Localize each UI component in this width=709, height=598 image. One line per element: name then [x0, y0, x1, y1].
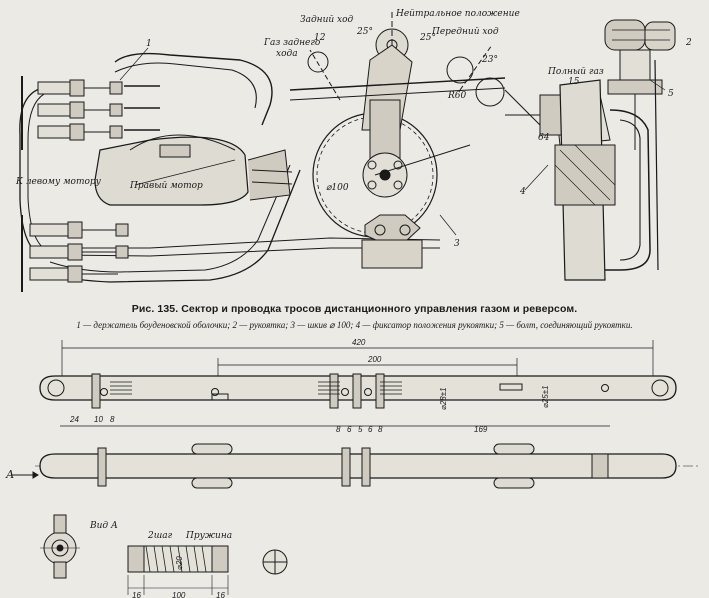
lever-assembly: [504, 19, 676, 281]
dim-phi20: ⌀20: [175, 556, 184, 570]
label-pravyy-motor: Правый мотор: [129, 181, 203, 191]
spring-detail: [127, 545, 229, 595]
spring-end-view: [262, 549, 288, 575]
boden-holders-bottom: [21, 215, 129, 292]
label-r60: R60: [447, 91, 467, 101]
labels-bottom: 420 200 24 10 8 169 8 6 5 6 8 ⌀28±1 ⌀25±…: [5, 338, 550, 598]
label-ang23: 23°: [481, 55, 498, 65]
dim-420: 420: [352, 338, 366, 347]
label-pruzhina: Пружина: [185, 531, 232, 541]
label-ang12: 12: [314, 33, 326, 43]
callout-1: 1: [146, 39, 152, 49]
label-a-arrow: А: [5, 468, 14, 481]
callout-5: 5: [668, 89, 674, 99]
view-a: [40, 514, 80, 579]
dim-lines-top: [60, 340, 654, 427]
callout-4: 4: [519, 187, 526, 197]
dim-10: 10: [94, 415, 103, 424]
dim-24: 24: [69, 415, 79, 424]
figure-caption: Рис. 135. Сектор и проводка тросов диста…: [131, 303, 578, 315]
sector-mechanism: [289, 12, 506, 269]
label-peredniy-khod: Передний ход: [431, 27, 499, 37]
label-ang25b: 25°: [419, 33, 436, 43]
label-zadniy-khod: Задний ход: [300, 15, 354, 25]
boden-holders-top: [21, 76, 160, 150]
dim-s6a: 6: [347, 425, 352, 434]
label-shag: 2шаг: [147, 531, 173, 541]
dim-s6b: 6: [368, 425, 373, 434]
label-d100: ⌀100: [326, 183, 349, 193]
label-polnyy-gaz: Полный газ: [547, 67, 604, 77]
labels-top: Задний ход Нейтральное положение Передни…: [15, 9, 692, 249]
dim-s8b: 8: [378, 425, 383, 434]
callout-3: 3: [454, 239, 460, 249]
label-k-levomu-motoru: К левому мотору: [15, 177, 102, 187]
handle-top-view: [39, 373, 677, 409]
label-dim64: 64: [538, 133, 550, 143]
dim-100b: 100: [172, 591, 186, 598]
dim-phi25: ⌀25±1: [541, 385, 550, 408]
dim-s8a: 8: [336, 425, 341, 434]
figure-legend: 1 — держатель боуденовской оболочки; 2 —…: [76, 320, 633, 330]
dim-s5: 5: [358, 425, 363, 434]
label-neytralnoe: Нейтральное положение: [395, 9, 520, 19]
dim-8: 8: [110, 415, 115, 424]
label-gaz-zadnego: Газ заднего: [263, 38, 321, 48]
dim-200: 200: [367, 355, 382, 364]
right-motor: [94, 134, 293, 206]
handle-side-view: [12, 443, 700, 489]
dim-169: 169: [474, 425, 488, 434]
label-ang25a: 25°: [356, 27, 373, 37]
dim-16a: 16: [132, 591, 141, 598]
label-vid-a: Вид А: [89, 521, 118, 531]
callout-2: 2: [685, 38, 692, 48]
dim-phi28: ⌀28±1: [439, 387, 448, 410]
dim-16b: 16: [216, 591, 225, 598]
label-dim15: 15: [568, 77, 580, 87]
label-khoda: хода: [276, 49, 298, 59]
